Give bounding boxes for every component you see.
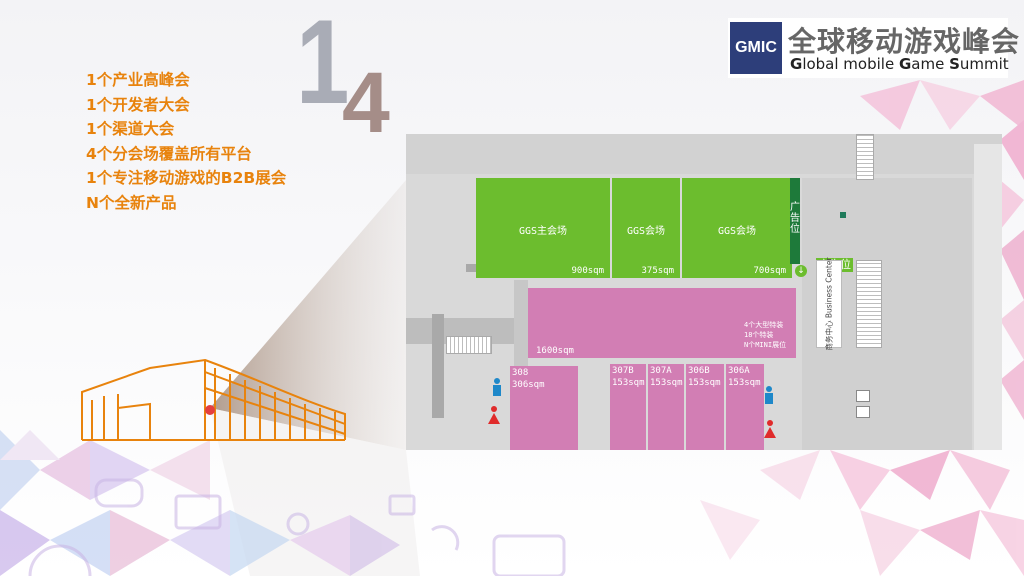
hall-name: GGS主会场 (518, 226, 568, 237)
room-308: 308 306sqm (510, 366, 578, 450)
stairs (856, 260, 882, 348)
hall-name: GGS会场 (717, 226, 757, 237)
room-306b: 306B 153sqm (686, 364, 724, 450)
marker (840, 212, 846, 218)
hall-name: GGS会场 (626, 226, 666, 237)
hall-ggs-2: GGS会场 375sqm (612, 178, 680, 278)
feature-item: 1个产业高峰会 (86, 71, 190, 89)
logo-abbr: GMIC (730, 22, 782, 74)
feature-list: 1个产业高峰会 1个开发者大会 1个渠道大会 4个分会场覆盖所有平台 1个专注移… (86, 68, 286, 216)
gmic-logo: GMIC 全球移动游戏峰会 Global mobile Game Summit (728, 18, 1019, 78)
hall-area: 700sqm (753, 266, 786, 276)
room-307b: 307B 153sqm (610, 364, 646, 450)
male-restroom-icon (764, 386, 774, 404)
hall-area: 900sqm (571, 266, 604, 276)
stairs (856, 134, 874, 180)
note-item: 4个大型特装 (744, 321, 784, 329)
room-307a: 307A 153sqm (648, 364, 684, 450)
exhibition-hall: 1600sqm (528, 288, 796, 358)
elevator (856, 406, 870, 418)
logo-chinese-title: 全球移动游戏峰会 (788, 25, 1021, 58)
corridor (406, 134, 1002, 174)
down-arrow-icon: ↓ (795, 265, 807, 277)
exhibition-notes: 4个大型特装 18个特装 N个MINI展位 (744, 320, 786, 350)
feature-item: N个全新产品 (86, 193, 177, 212)
ad-label-vertical: 广告位 (790, 202, 800, 235)
exhibition-area: 1600sqm (536, 346, 574, 356)
stairs (446, 336, 492, 354)
ad-space-vertical: 广告位 (790, 178, 800, 264)
male-restroom-icon (492, 378, 502, 396)
hall-ggs-3: GGS会场 700sqm (682, 178, 792, 278)
note-item: 18个特装 (744, 331, 774, 339)
elevator (856, 390, 870, 402)
hero-digit-four: 4 (342, 55, 390, 151)
logo-english-title: Global mobile Game Summit (790, 55, 1009, 73)
note-item: N个MINI展位 (744, 341, 787, 349)
hall-area: 375sqm (641, 266, 674, 276)
business-center-label: 商务中心 Business Center (824, 257, 834, 351)
business-center: 商务中心 Business Center (816, 257, 842, 351)
female-restroom-icon (488, 406, 500, 424)
floor-plan: GGS主会场 900sqm GGS会场 375sqm GGS会场 700sqm … (406, 134, 1002, 450)
hero-digit-one: 1 (296, 0, 350, 129)
feature-item: 4个分会场覆盖所有平台 (86, 144, 252, 163)
feature-item: 1个渠道大会 (86, 120, 175, 139)
feature-item: 1个开发者大会 (86, 95, 190, 114)
female-restroom-icon (764, 420, 776, 438)
wall (432, 314, 444, 418)
hall-ggs-main: GGS主会场 900sqm (476, 178, 610, 278)
room-306a: 306A 153sqm (726, 364, 764, 450)
wall (974, 144, 1002, 450)
feature-item: 1个专注移动游戏的B2B展会 (86, 169, 287, 188)
